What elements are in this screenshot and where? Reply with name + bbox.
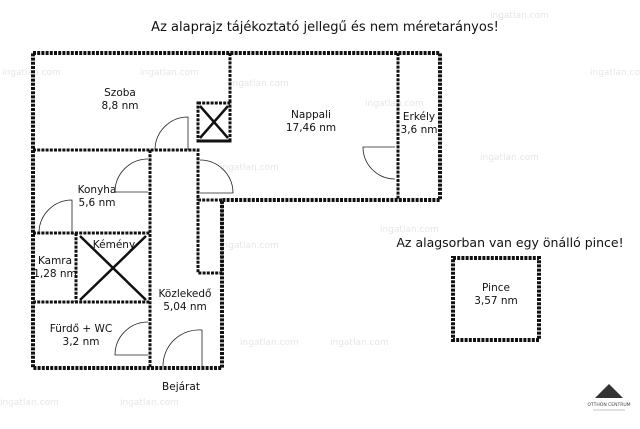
room-pince-name: Pince xyxy=(482,282,510,294)
watermarks: ingatlan.com ingatlan.com ingatlan.com i… xyxy=(0,11,640,408)
room-kamra-name: Kamra xyxy=(38,255,72,267)
room-konyha-area: 5,6 nm xyxy=(79,197,116,209)
entrance-label: Bejárat xyxy=(162,381,200,393)
disclaimer-note: Az alaprajz tájékoztató jellegű és nem m… xyxy=(151,20,499,35)
otthon-centrum-logo: OTTHON CENTRUM xyxy=(587,384,631,411)
svg-text:ingatlan.com: ingatlan.com xyxy=(140,68,199,78)
room-kamra-area: 1,28 nm xyxy=(33,268,77,280)
room-kozlekedo-name: Közlekedő xyxy=(159,288,212,300)
room-kozlekedo-area: 5,04 nm xyxy=(163,301,207,313)
room-szoba-area: 8,8 nm xyxy=(102,100,139,112)
basement-note: Az alagsorban van egy önálló pince! xyxy=(396,235,623,250)
svg-text:ingatlan.com: ingatlan.com xyxy=(330,338,389,348)
svg-text:ingatlan.com: ingatlan.com xyxy=(240,338,299,348)
svg-text:ingatlan.com: ingatlan.com xyxy=(230,79,289,89)
doors xyxy=(38,116,396,367)
room-nappali-area: 17,46 nm xyxy=(286,122,336,134)
room-furdo-area: 3,2 nm xyxy=(63,336,100,348)
room-szoba-name: Szoba xyxy=(104,87,136,99)
room-erkely-area: 3,6 nm xyxy=(401,124,438,136)
room-nappali-name: Nappali xyxy=(291,109,331,121)
svg-text:OTTHON CENTRUM: OTTHON CENTRUM xyxy=(587,402,630,408)
svg-text:ingatlan.com: ingatlan.com xyxy=(590,68,640,78)
room-furdo-name: Fürdő + WC xyxy=(50,323,113,335)
room-kemeny-name: Kémény xyxy=(93,239,135,251)
walls xyxy=(31,51,442,370)
svg-text:ingatlan.com: ingatlan.com xyxy=(220,241,279,251)
room-pince-area: 3,57 nm xyxy=(474,295,518,307)
room-erkely-name: Erkély xyxy=(403,111,435,123)
chimney-cross xyxy=(79,105,229,301)
svg-text:ingatlan.com: ingatlan.com xyxy=(0,398,59,408)
svg-text:ingatlan.com: ingatlan.com xyxy=(480,153,539,163)
svg-text:ingatlan.com: ingatlan.com xyxy=(220,163,279,173)
svg-text:ingatlan.com: ingatlan.com xyxy=(120,398,179,408)
svg-text:ingatlan.com: ingatlan.com xyxy=(490,11,549,21)
svg-text:ingatlan.com: ingatlan.com xyxy=(365,99,424,109)
svg-text:ingatlan.com: ingatlan.com xyxy=(380,225,439,235)
room-konyha-name: Konyha xyxy=(78,184,117,196)
pince-outline xyxy=(451,256,541,342)
